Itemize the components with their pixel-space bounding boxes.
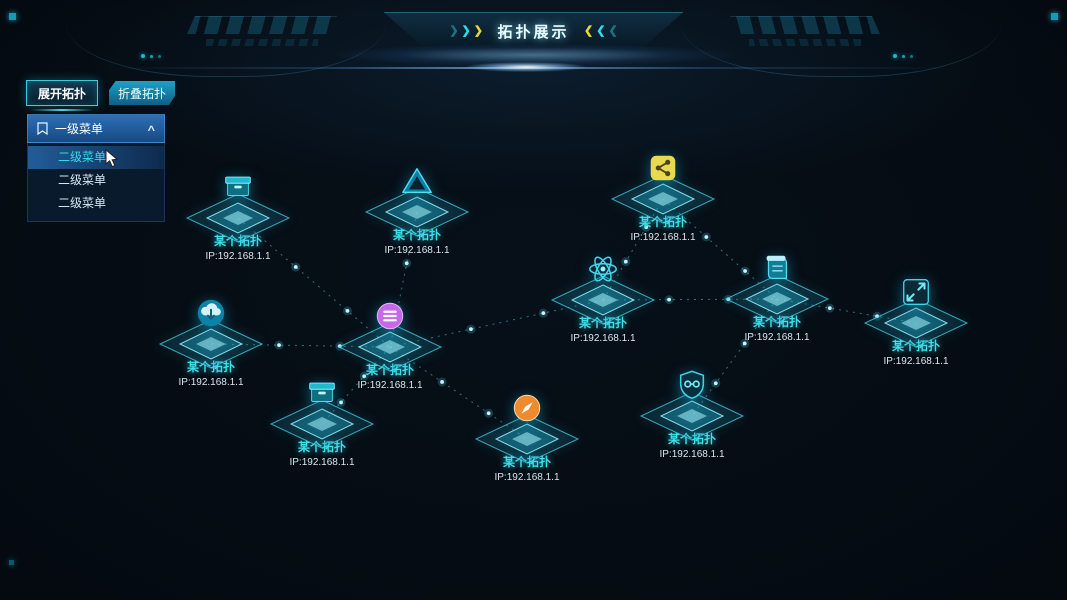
atom-icon	[586, 252, 620, 286]
node-ip: IP:192.168.1.1	[178, 377, 244, 388]
node-platform	[637, 388, 747, 444]
edge-dot	[277, 343, 281, 348]
topology-node-n4[interactable]: 某个拓扑 IP:192.168.1.1	[543, 252, 663, 344]
edge-dot	[827, 306, 832, 311]
list-icon	[373, 299, 407, 333]
edge-dot	[644, 225, 649, 230]
edge	[321, 346, 391, 425]
shield-icon	[675, 368, 709, 402]
cloud-download-icon	[194, 296, 228, 330]
node-ip: IP:192.168.1.1	[883, 356, 949, 367]
menu-item-1[interactable]: 二级菜单	[28, 146, 164, 169]
node-platform	[335, 319, 445, 375]
node-ip: IP:192.168.1.1	[205, 251, 271, 262]
edge-dot	[362, 374, 367, 379]
node-label: 某个拓扑	[603, 213, 723, 230]
box-icon	[221, 170, 255, 204]
node-ip: IP:192.168.1.1	[659, 449, 725, 460]
node-label: 某个拓扑	[717, 313, 837, 330]
node-label: 某个拓扑	[856, 337, 976, 354]
topology-node-n6[interactable]: 某个拓扑 IP:192.168.1.1	[856, 275, 976, 367]
edge	[691, 298, 778, 417]
node-ip: IP:192.168.1.1	[289, 457, 355, 468]
edge-dot	[541, 311, 546, 316]
edge-dot	[713, 381, 718, 386]
node-label: 某个拓扑	[151, 358, 271, 375]
share-icon	[646, 151, 680, 185]
topology-node-n7[interactable]: 某个拓扑 IP:192.168.1.1	[151, 296, 271, 388]
node-platform	[472, 411, 582, 467]
edge-dot	[704, 235, 709, 239]
toolbar: 展开拓扑 折叠拓扑	[26, 80, 175, 111]
edge-dot	[667, 297, 672, 302]
topology-node-n9[interactable]: 某个拓扑 IP:192.168.1.1	[262, 376, 382, 468]
node-label: 某个拓扑	[357, 226, 477, 243]
node-label: 某个拓扑	[262, 438, 382, 455]
edge-dot	[742, 341, 747, 346]
node-label: 某个拓扑	[330, 361, 450, 378]
compass-icon	[510, 391, 544, 425]
menu-header[interactable]: 一级菜单 ∧	[27, 114, 165, 143]
node-label: 某个拓扑	[178, 232, 298, 249]
bookmark-icon	[37, 122, 48, 135]
node-ip: IP:192.168.1.1	[630, 232, 696, 243]
edge-dot	[345, 308, 350, 313]
collapse-topology-button[interactable]: 折叠拓扑	[109, 81, 175, 105]
topology-node-n11[interactable]: 某个拓扑 IP:192.168.1.1	[632, 368, 752, 460]
node-platform	[183, 190, 293, 246]
edge-dot	[440, 380, 444, 384]
mouse-cursor	[105, 149, 118, 168]
menu-header-label: 一级菜单	[55, 122, 104, 136]
topology-node-n3[interactable]: 某个拓扑 IP:192.168.1.1	[603, 151, 723, 243]
node-ip: IP:192.168.1.1	[384, 245, 450, 256]
node-platform	[362, 184, 472, 240]
menu-list: 二级菜单 二级菜单 二级菜单	[27, 143, 165, 222]
node-platform	[548, 272, 658, 328]
node-label: 某个拓扑	[467, 453, 587, 470]
node-platform	[156, 316, 266, 372]
edge-dot	[469, 327, 473, 332]
resize-icon	[899, 275, 933, 309]
edge	[237, 217, 391, 348]
menu-item-2[interactable]: 二级菜单	[58, 173, 107, 187]
edge-dot	[293, 265, 298, 269]
edge-dot	[339, 400, 343, 405]
topology-node-n2[interactable]: 某个拓扑 IP:192.168.1.1	[357, 164, 477, 256]
edge	[662, 198, 778, 300]
node-ip: IP:192.168.1.1	[357, 380, 423, 391]
node-platform	[608, 171, 718, 227]
box-icon	[305, 376, 339, 410]
edge-dot	[486, 411, 491, 416]
topology-node-n10[interactable]: 某个拓扑 IP:192.168.1.1	[467, 391, 587, 483]
edge	[602, 298, 778, 301]
book-icon	[760, 251, 794, 285]
node-ip: IP:192.168.1.1	[494, 472, 560, 483]
menu-item-3[interactable]: 二级菜单	[58, 196, 107, 210]
topology-node-n5[interactable]: 某个拓扑 IP:192.168.1.1	[717, 251, 837, 343]
edge-dot	[743, 269, 747, 273]
expand-topology-button[interactable]: 展开拓扑	[26, 80, 98, 111]
node-label: 某个拓扑	[543, 314, 663, 331]
chevron-up-icon: ∧	[146, 123, 157, 133]
node-ip: IP:192.168.1.1	[744, 332, 810, 343]
menu-panel: 一级菜单 ∧ 二级菜单 二级菜单 二级菜单	[27, 114, 165, 222]
topology-node-n8[interactable]: 某个拓扑 IP:192.168.1.1	[330, 299, 450, 391]
edge	[776, 298, 917, 324]
node-ip: IP:192.168.1.1	[570, 333, 636, 344]
node-label: 某个拓扑	[632, 430, 752, 447]
node-platform	[722, 271, 832, 327]
edge-dot	[404, 261, 409, 266]
edge	[389, 211, 418, 348]
node-platform	[861, 295, 971, 351]
edge-dot	[623, 259, 628, 264]
corner-square-bottom-left	[9, 560, 14, 565]
topology-node-n1[interactable]: 某个拓扑 IP:192.168.1.1	[178, 170, 298, 262]
drive-icon	[400, 164, 434, 198]
node-platform	[267, 396, 377, 452]
